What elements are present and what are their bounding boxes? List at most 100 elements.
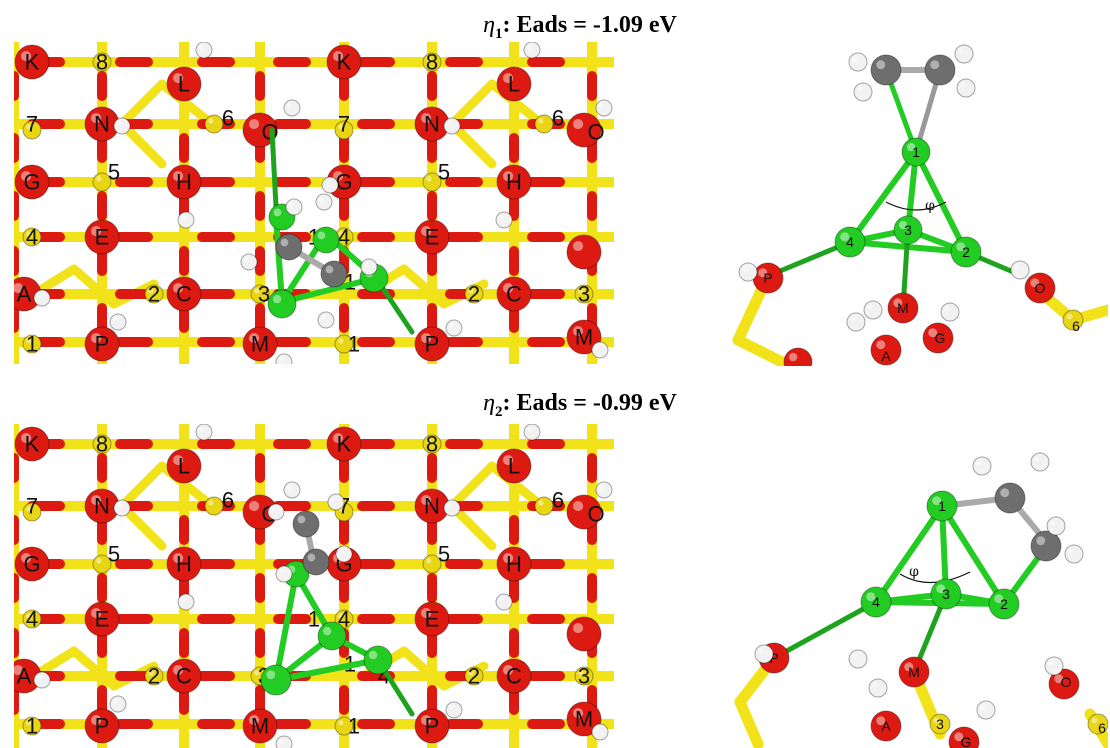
surface-atom-label: 4 [26,225,38,250]
bond [913,149,969,255]
eta-subscript: 1 [495,25,503,42]
hydrogen-atom [33,671,51,689]
surface-atom-label: C [506,664,522,689]
silicon-atom [250,284,270,304]
highlight [930,60,940,70]
surface-atom-label: H [176,170,192,195]
carbon-atom [275,233,303,261]
platinum-atom [930,578,962,610]
cluster-atom-label: 2 [962,244,970,260]
silicon-atom [464,284,484,304]
oxygen-atom [1024,272,1056,304]
highlight [788,352,798,362]
hydrogen-atom [848,649,868,669]
hydrogen-atom [177,593,195,611]
highlight [363,261,369,267]
surface-atom-label: 2 [148,664,160,689]
hydrogen-atom [445,319,463,337]
silicon-atom [22,716,42,736]
surface-atom-label: 2 [148,282,160,307]
highlight [318,196,324,202]
highlight [96,56,102,62]
highlight [198,426,204,432]
cluster-atom-label: P [769,650,778,666]
bond [117,119,167,169]
highlight [26,124,32,130]
highlight [598,484,604,490]
highlight [1034,456,1040,462]
highlight [208,500,214,506]
highlight [1030,278,1040,288]
surface-atom-label: 6 [552,106,564,131]
surface-atom-label: K [25,432,40,457]
bond [847,149,919,245]
silicon-atom [204,114,224,134]
bond [279,275,379,305]
silicon-atom [92,434,112,454]
platinum-atom [312,226,340,254]
cluster-atom-label: M [897,300,909,316]
highlight [960,82,966,88]
cluster-atom-label: 3 [936,716,944,732]
highlight [270,506,276,512]
silicon-atom [334,609,354,629]
oxygen-atom [414,326,450,362]
highlight [502,454,514,466]
surface-atom-label: 6 [222,106,234,131]
cluster-atom-label: O [1035,280,1046,296]
surface-atom-label: 6 [222,488,234,513]
platinum-atom [988,588,1020,620]
oxygen-atom [414,601,450,637]
oxygen-atom [948,726,980,748]
highlight [526,426,532,432]
highlight [426,558,432,564]
highlight [538,500,544,506]
surface-atom-label: L [178,454,190,479]
highlight [1054,674,1064,684]
highlight [498,596,504,602]
bond [939,503,1007,607]
bond [269,127,279,210]
hydrogen-atom [240,253,258,271]
surface-atom-label: H [506,552,522,577]
highlight [758,268,768,278]
oxygen-atom [496,276,532,312]
oxygen-atom [496,658,532,694]
highlight [420,714,432,726]
bond [69,646,119,691]
angle-phi-label: φ [909,564,919,580]
highlight [172,454,184,466]
hydrogen-atom [1046,516,1066,536]
panel-1-surface-view: K8LK8L7N6O7N6OG5HG5H4E14EA2C312C31PM1PM [14,42,614,364]
hydrogen-atom [445,701,463,719]
highlight [958,48,964,54]
silicon-atom [534,496,554,516]
highlight [90,607,102,619]
highlight [876,716,886,726]
hydrogen-atom [976,700,996,720]
highlight [594,726,600,732]
surface-atom-label: E [95,607,110,632]
highlight [448,704,454,710]
hydrogen-atom [595,99,613,117]
bond [117,461,167,511]
silicon-atom [334,334,354,354]
surface-atom-label: K [25,50,40,75]
highlight [116,502,122,508]
platinum-atom [267,289,297,319]
cluster-atom-label: A [881,348,891,364]
highlight [598,102,604,108]
cluster-atom-label: A [881,718,891,734]
highlight [320,314,326,320]
oxygen-atom [166,546,202,582]
hydrogen-atom [495,593,513,611]
surface-atom-label: 4 [26,607,38,632]
eads-text: : Eads = -0.99 eV [502,390,677,416]
cluster-atom-label: 1 [912,144,920,160]
hydrogen-atom [443,499,461,517]
platinum-atom [926,490,958,522]
platinum-atom [893,215,923,245]
oxygen-atom [14,164,50,200]
highlight [426,438,432,444]
oxygen-atom [566,494,602,530]
